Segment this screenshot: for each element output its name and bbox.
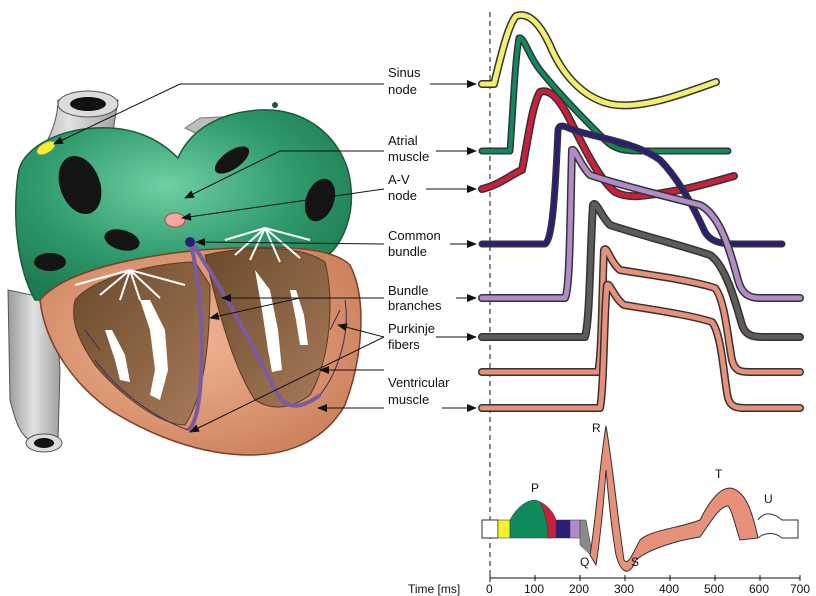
ecg-bundle-segment	[570, 520, 580, 538]
ecg-u-wave	[758, 514, 798, 538]
label-common-2: bundle	[388, 244, 427, 259]
ecg-u-label: U	[764, 492, 773, 506]
tick-200: 200	[569, 582, 589, 596]
label-bundle-2: branches	[388, 298, 442, 313]
label-bundle-1: Bundle	[388, 283, 428, 298]
common-bundle	[185, 237, 195, 247]
ecg-t-label: T	[715, 467, 723, 481]
label-purkinje-1: Purkinje	[388, 321, 435, 336]
action-potential-traces	[482, 15, 800, 408]
axis-label: Time [ms]	[408, 582, 460, 596]
label-common-1: Common	[388, 228, 441, 243]
time-axis: Time [ms] 0 100 200 300 400 500 600 700	[408, 575, 810, 596]
ecg-r-label: R	[592, 421, 601, 435]
ecg-p-label: P	[531, 481, 539, 495]
tick-100: 100	[524, 582, 544, 596]
label-ventricular-2: muscle	[388, 392, 429, 407]
ecg-q-label: Q	[580, 555, 589, 569]
ecg-sinus-segment	[498, 520, 510, 538]
heart-illustration	[8, 91, 361, 455]
label-ventricular-1: Ventricular	[388, 375, 450, 390]
left-ventricle-cavity	[74, 262, 210, 425]
label-sinus-1: Sinus	[388, 65, 421, 80]
label-av-2: node	[388, 188, 417, 203]
labels: Sinus node Atrial muscle A-V node Common…	[388, 65, 450, 407]
tick-600: 600	[749, 582, 769, 596]
ecg-ventricular-segment	[590, 426, 758, 571]
label-sinus-2: node	[388, 82, 417, 97]
label-atrial-1: Atrial	[388, 133, 418, 148]
tick-0: 0	[486, 582, 493, 596]
label-av-1: A-V	[388, 172, 410, 187]
label-atrial-2: muscle	[388, 149, 429, 164]
ecg-s-label: S	[631, 555, 639, 569]
tick-300: 300	[614, 582, 634, 596]
ecg-trace: P Q R S T U	[482, 421, 798, 571]
ecg-common-segment	[556, 520, 570, 538]
av-node	[165, 213, 185, 227]
label-purkinje-2: fibers	[388, 337, 420, 352]
tick-500: 500	[704, 582, 724, 596]
tick-400: 400	[659, 582, 679, 596]
trace-ventricular	[482, 285, 800, 408]
tick-700: 700	[790, 582, 810, 596]
